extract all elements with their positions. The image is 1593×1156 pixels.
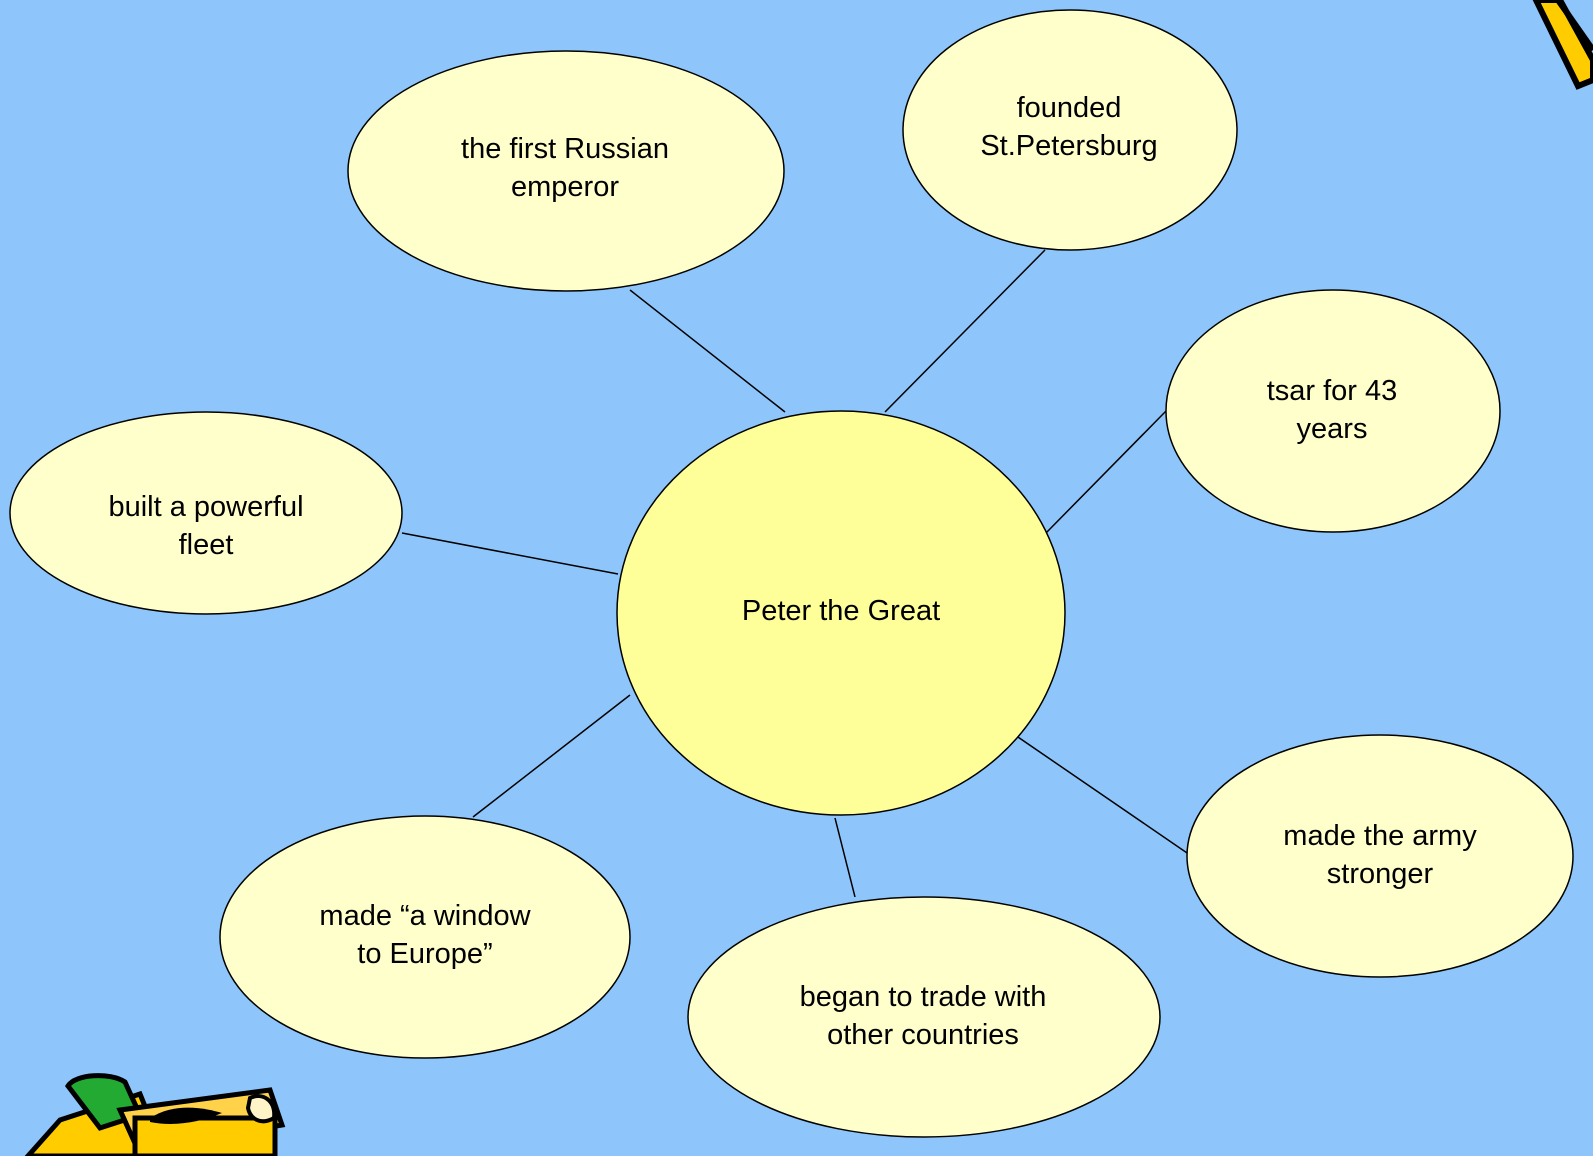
label-line: St.Petersburg [980,130,1158,162]
center-node [616,410,1066,816]
connector-first-russian-emperor [629,289,786,413]
label-line: the first Russian [461,133,669,165]
node-founded-st-petersburg [902,9,1238,251]
pencil-icon [24,1073,286,1156]
connector-tsar-for-43-years [1044,409,1168,535]
connector-window-to-europe [472,694,631,818]
label-built-powerful-fleet: built a powerful fleet [108,488,303,564]
label-made-army-stronger: made the army stronger [1283,817,1476,893]
connector-began-to-trade [834,817,856,898]
label-window-to-europe: made “a window to Europe” [319,897,530,973]
label-line: other countries [827,1019,1019,1051]
label-line: to Europe” [357,938,493,970]
label-line: made “a window [319,900,531,932]
label-began-to-trade: began to trade with other countries [800,978,1047,1054]
connector-lines [401,249,1191,898]
pencil-icon [1532,0,1593,90]
label-founded-st-petersburg: founded St.Petersburg [980,89,1157,165]
connector-founded-st-petersburg [884,249,1046,413]
label-line: built a powerful [108,491,304,523]
connector-built-powerful-fleet [401,532,619,575]
label-line: emperor [510,171,619,203]
node-built-powerful-fleet [9,411,403,615]
node-window-to-europe [219,815,631,1059]
label-first-russian-emperor: the first Russian emperor [461,130,669,206]
node-made-army-stronger [1186,734,1574,978]
label-line: stronger [1326,858,1434,890]
idea-nodes [9,9,1574,1138]
label-line: began to trade with [799,981,1047,1013]
node-tsar-for-43-years [1165,289,1501,533]
node-first-russian-emperor [347,50,785,292]
center-label-text: Peter the Great [741,595,941,627]
center-label: Peter the Great [742,592,940,630]
label-tsar-for-43-years: tsar for 43 years [1267,372,1398,448]
label-line: years [1296,413,1368,445]
label-line: fleet [178,529,234,561]
node-began-to-trade [687,896,1161,1138]
label-line: made the army [1283,820,1477,852]
connector-made-army-stronger [1014,734,1191,856]
label-line: tsar for 43 [1266,375,1398,407]
label-line: founded [1016,92,1122,124]
